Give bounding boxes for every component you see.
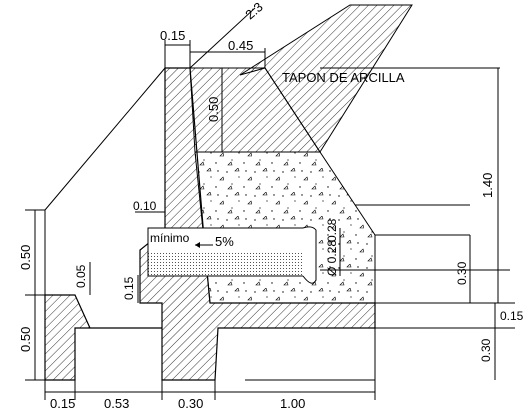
dim-top-045: 0.45 (228, 38, 253, 53)
minimum-label: mínimo (150, 231, 190, 245)
dim-left-050-upper: 0.50 (18, 245, 33, 270)
dim-plug-050: 0.50 (206, 97, 221, 122)
natural-soil (239, 4, 413, 153)
pipe-end (302, 226, 317, 284)
dim-bottom-053: 0.53 (104, 396, 129, 411)
slope-ratio: 2:3 (242, 0, 265, 22)
pipe-water (148, 252, 303, 276)
dim-right-015: 0.15 (500, 309, 524, 323)
dim-total-140: 1.40 (480, 173, 495, 198)
pipe-diameter-label: Ø 0.28 (325, 240, 339, 276)
dim-bottom-015: 0.15 (50, 396, 75, 411)
dim-015-small: 0.15 (122, 276, 136, 300)
dim-left-050-lower: 0.50 (18, 327, 33, 352)
dim-bottom-100: 1.00 (280, 396, 305, 411)
dim-right-030: 0.30 (455, 261, 469, 285)
dim-010: 0.10 (133, 199, 157, 213)
dim-right-030b: 0.30 (479, 338, 493, 362)
dim-005: 0.05 (74, 264, 88, 288)
clay-plug-label: TAPON DE ARCILLA (282, 70, 405, 85)
dim-bottom-030: 0.30 (178, 396, 203, 411)
dim-top-015: 0.15 (160, 28, 185, 43)
slope-percent-label: 5% (215, 234, 234, 249)
dim-pipe-028: 0.28 (325, 218, 339, 242)
